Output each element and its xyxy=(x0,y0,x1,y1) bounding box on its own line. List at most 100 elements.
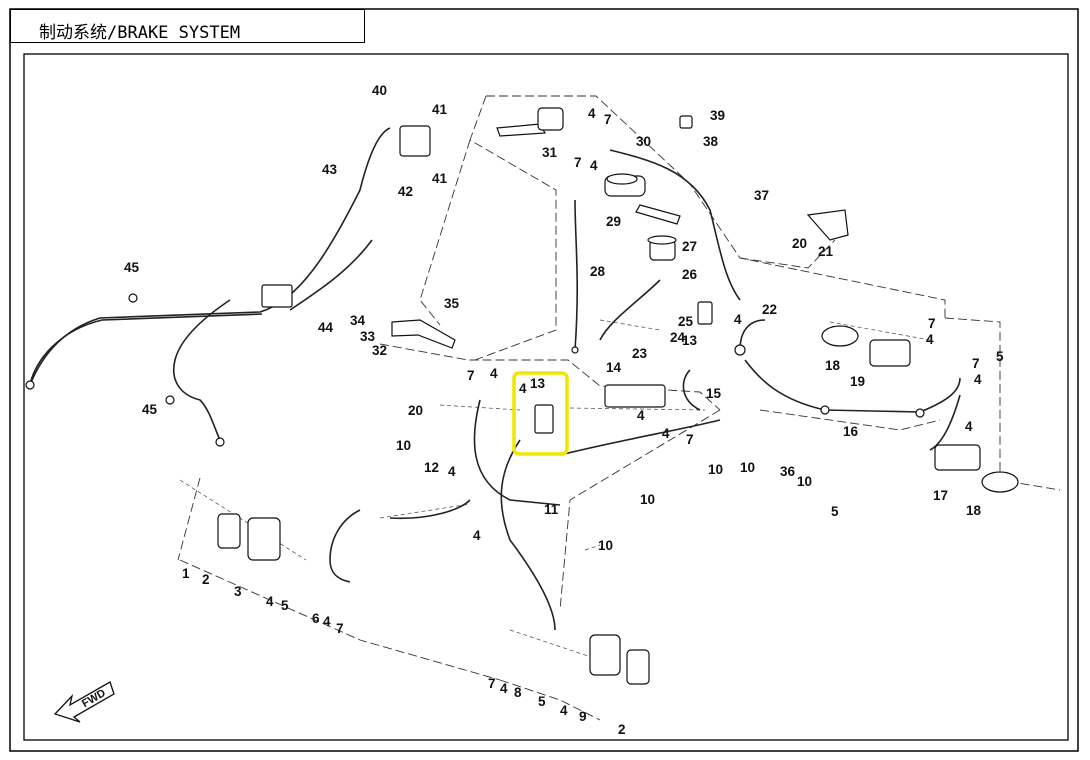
callout-33: 33 xyxy=(360,329,376,344)
pads-18-bottom xyxy=(981,471,1019,493)
callout-4: 4 xyxy=(974,372,982,387)
callout-4: 4 xyxy=(662,426,670,441)
callout-38: 38 xyxy=(703,134,719,149)
callout-16: 16 xyxy=(843,424,859,439)
callout-4: 4 xyxy=(926,332,934,347)
callout-18: 18 xyxy=(825,358,841,373)
callout-17: 17 xyxy=(933,488,948,503)
callout-11: 11 xyxy=(544,502,559,517)
callout-4: 4 xyxy=(448,464,456,479)
reservoir-cap xyxy=(647,235,677,245)
callout-20: 20 xyxy=(792,236,807,251)
callout-45: 45 xyxy=(142,402,158,417)
callout-2: 2 xyxy=(202,572,210,587)
caliper-19 xyxy=(869,339,911,367)
caliper-left xyxy=(247,517,281,561)
highlight-box xyxy=(512,371,569,456)
junction-highlight xyxy=(534,404,554,434)
callout-28: 28 xyxy=(590,264,606,279)
lever-left xyxy=(496,123,546,137)
pads-18-top xyxy=(821,325,859,347)
callout-4: 4 xyxy=(473,528,481,543)
junction-44 xyxy=(261,284,293,308)
callout-7: 7 xyxy=(488,676,496,691)
switch-38 xyxy=(679,115,693,129)
callout-10: 10 xyxy=(396,438,411,453)
connector-e xyxy=(128,293,138,303)
bracket-21 xyxy=(806,209,849,241)
callout-26: 26 xyxy=(682,267,698,282)
callout-12: 12 xyxy=(424,460,439,475)
callout-19: 19 xyxy=(850,374,865,389)
callout-29: 29 xyxy=(606,214,621,229)
callout-1: 1 xyxy=(182,566,190,581)
callout-4: 4 xyxy=(490,366,498,381)
callout-7: 7 xyxy=(972,356,980,371)
callout-34: 34 xyxy=(350,313,366,328)
callout-2: 2 xyxy=(618,722,626,737)
callout-45: 45 xyxy=(124,260,140,275)
callout-10: 10 xyxy=(598,538,613,553)
lever-body-31 xyxy=(537,107,564,131)
connector-g xyxy=(215,437,225,447)
junction-13 xyxy=(697,301,713,325)
assembly-boundaries xyxy=(177,95,1061,721)
callout-9: 9 xyxy=(579,709,587,724)
callout-7: 7 xyxy=(686,432,694,447)
callout-13: 13 xyxy=(682,333,698,348)
callout-5: 5 xyxy=(831,504,839,519)
connector-h xyxy=(25,380,35,390)
callout-4: 4 xyxy=(734,312,742,327)
callout-7: 7 xyxy=(574,155,582,170)
callout-4: 4 xyxy=(519,381,527,396)
callout-13: 13 xyxy=(530,376,546,391)
valve-14 xyxy=(604,384,666,408)
caliper-17 xyxy=(934,444,981,471)
callout-5: 5 xyxy=(996,349,1004,364)
connector-c xyxy=(734,344,746,356)
callout-10: 10 xyxy=(797,474,812,489)
callout-39: 39 xyxy=(710,108,725,123)
handbrake-40 xyxy=(399,125,431,157)
fwd-label: FWD xyxy=(80,687,108,710)
callout-7: 7 xyxy=(604,112,612,127)
master-cylinder-cap xyxy=(606,173,638,185)
callout-15: 15 xyxy=(706,386,722,401)
callout-35: 35 xyxy=(444,296,460,311)
callout-37: 37 xyxy=(754,188,769,203)
callout-43: 43 xyxy=(322,162,338,177)
lever-right xyxy=(635,204,681,225)
callout-3: 3 xyxy=(234,584,242,599)
title-box: 制动系统/BRAKE SYSTEM xyxy=(10,9,365,43)
connector-f xyxy=(165,395,175,405)
pads-left xyxy=(217,513,241,549)
inner-frame xyxy=(23,53,1069,741)
components xyxy=(25,107,1019,685)
callout-30: 30 xyxy=(636,134,651,149)
connector-b xyxy=(915,408,925,418)
callout-23: 23 xyxy=(632,346,648,361)
callout-5: 5 xyxy=(538,694,546,709)
callout-40: 40 xyxy=(372,83,387,98)
brake-pedal xyxy=(391,319,456,349)
leader-lines xyxy=(179,319,931,661)
callout-41: 41 xyxy=(432,102,448,117)
callout-18: 18 xyxy=(966,503,982,518)
pads-right xyxy=(626,649,650,685)
callout-10: 10 xyxy=(640,492,655,507)
callout-4: 4 xyxy=(323,614,331,629)
callout-27: 27 xyxy=(682,239,697,254)
connector-d xyxy=(571,346,579,354)
callout-10: 10 xyxy=(708,462,723,477)
callout-7: 7 xyxy=(467,368,475,383)
callout-6: 6 xyxy=(312,611,320,626)
callout-7: 7 xyxy=(928,316,936,331)
callout-4: 4 xyxy=(965,419,973,434)
callout-14: 14 xyxy=(606,360,622,375)
callout-21: 21 xyxy=(818,244,834,259)
callout-20: 20 xyxy=(408,403,423,418)
callout-32: 32 xyxy=(372,343,387,358)
callout-44: 44 xyxy=(318,320,334,335)
